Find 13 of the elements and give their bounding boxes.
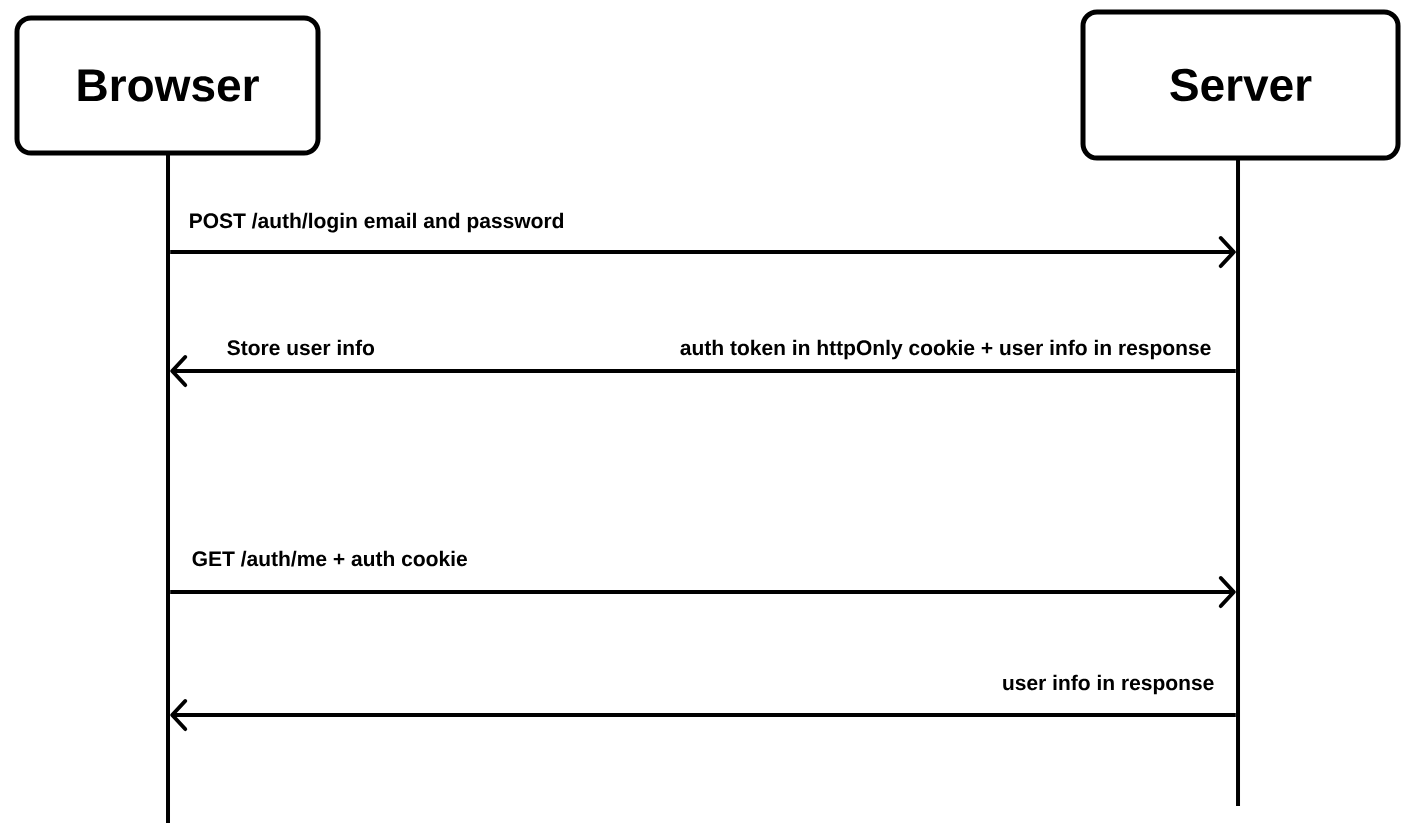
edge-label: user info in response — [1000, 673, 1216, 696]
edge-label: POST /auth/login email and password — [187, 211, 566, 234]
note-label: Store user info — [227, 339, 375, 356]
arrow — [170, 576, 1236, 608]
arrow — [170, 236, 1236, 268]
lifeline — [1236, 158, 1240, 806]
edge-label: GET /auth/me + auth cookie — [190, 549, 470, 568]
lifeline — [166, 153, 170, 823]
arrow — [170, 699, 1236, 731]
participant-box: Server — [1080, 9, 1401, 161]
edge-label: auth token in httpOnly cookie + user info in response — [678, 338, 1213, 361]
participant-box: Browser — [14, 15, 321, 156]
arrow — [170, 355, 1236, 387]
